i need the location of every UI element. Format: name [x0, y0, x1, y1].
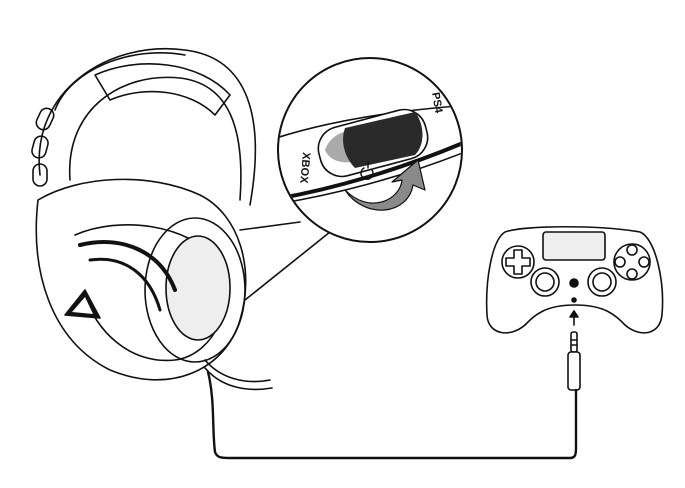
callout-line-1 — [239, 221, 301, 231]
rotate-arrow-icon — [344, 159, 426, 211]
right-stick — [587, 267, 617, 297]
side-vents — [31, 107, 55, 187]
headset — [31, 48, 273, 391]
callout-line-2 — [244, 231, 331, 301]
headband-band — [54, 51, 186, 111]
audio-plug — [567, 331, 581, 391]
switch-knob — [343, 112, 423, 168]
headband-inner — [68, 76, 242, 201]
ps-button — [569, 278, 579, 288]
ear-cushion-inner — [165, 235, 231, 341]
mic-boom — [204, 359, 271, 383]
headphone-jack — [571, 297, 577, 303]
earcup-stripe — [78, 240, 177, 292]
ear-cushion — [144, 217, 246, 363]
turtle-beach-logo-icon — [64, 289, 101, 319]
touchpad — [542, 231, 606, 261]
left-stick — [530, 267, 560, 297]
xbox-label: XBOX — [297, 152, 312, 185]
mic-boom-2 — [204, 367, 273, 391]
ps4-label: PS4 — [429, 91, 445, 114]
dpad-icon — [501, 245, 535, 279]
headband-pad — [94, 63, 231, 116]
insert-arrow-icon — [569, 310, 579, 326]
power-icon — [360, 161, 374, 180]
audio-cable — [206, 370, 578, 460]
ps4-controller — [485, 225, 664, 334]
face-buttons-icon — [613, 243, 651, 281]
earcup-stripe-2 — [88, 257, 162, 312]
switch-callout: XBOX PS4 — [277, 57, 463, 243]
headband-outer — [38, 48, 257, 206]
